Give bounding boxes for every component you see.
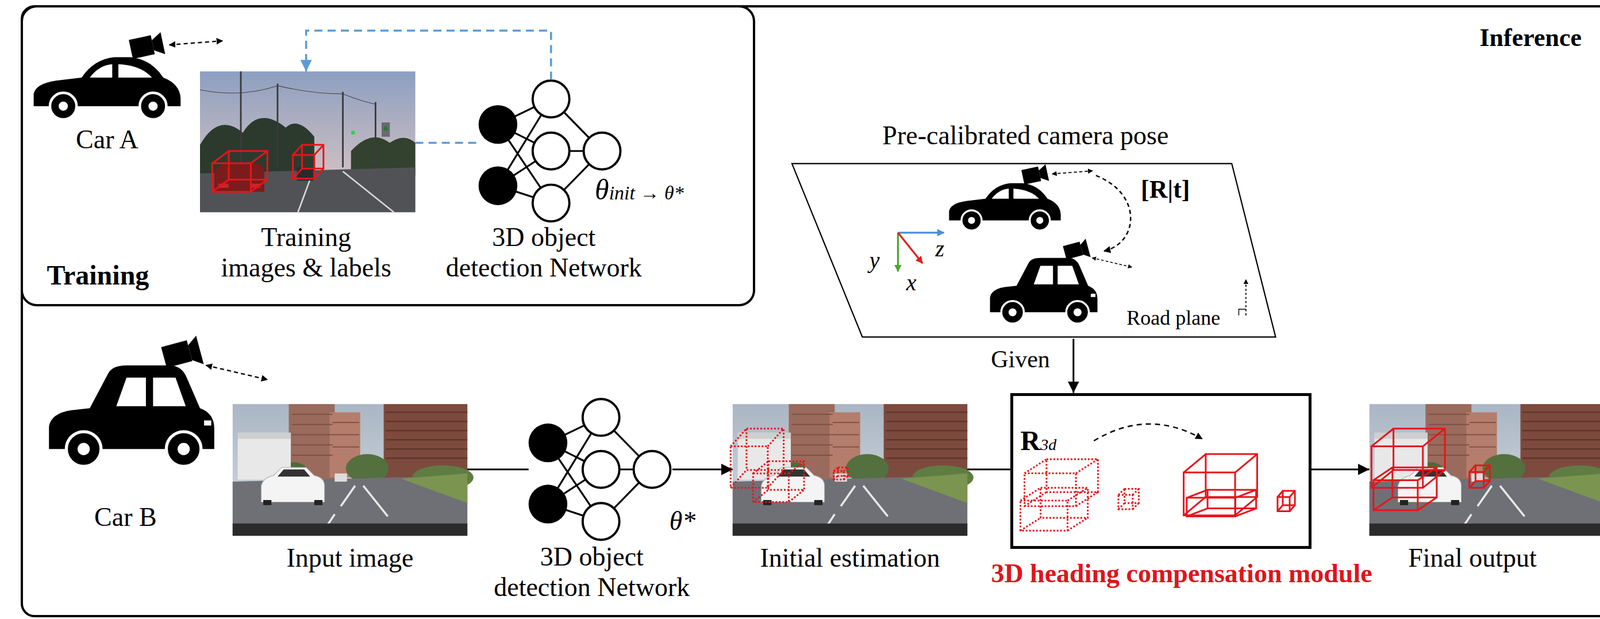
- road-plane-scene: [897, 164, 1246, 324]
- solid-3d-box: [1469, 465, 1491, 488]
- training-panel: TrainingCar ATraining images & labels3D …: [20, 5, 756, 307]
- image-box: Final output: [1369, 404, 1600, 536]
- flow-connector: [467, 468, 529, 471]
- compensation-drawing: [1020, 487, 1088, 532]
- plane-outline: [791, 163, 1276, 337]
- axis-label: y: [869, 247, 880, 273]
- dotted-3d-box: [752, 461, 805, 503]
- image-box: Initial estimation: [732, 404, 968, 536]
- plane-label: Road plane: [1126, 306, 1221, 330]
- node-label: Car B: [94, 502, 157, 533]
- road-plane-scene: [1095, 175, 1131, 251]
- compensation-drawing: [1183, 454, 1296, 517]
- road-plane-scene: [897, 231, 944, 234]
- compensation-drawing: [1118, 488, 1140, 510]
- node-label: Final output: [1408, 543, 1537, 574]
- edge-label: Given: [987, 345, 1054, 373]
- compensation-drawing: [1024, 459, 1099, 507]
- axis-label: z: [935, 236, 945, 262]
- rotation-label: R3d: [1020, 425, 1057, 457]
- axis-label: x: [906, 270, 917, 296]
- compensation-drawing: [1020, 424, 1296, 532]
- flow-connector: [1311, 468, 1370, 471]
- input-image: [232, 404, 474, 536]
- solid-3d-box: [1371, 428, 1490, 511]
- network-icon: 3D object detection Network: [528, 397, 673, 542]
- node-label: Training: [47, 259, 150, 292]
- car-a-icon: [33, 32, 223, 120]
- flow-connector: [672, 468, 733, 471]
- dotted-3d-box: [730, 428, 784, 488]
- parameter-label: θinit → θ*: [594, 174, 684, 206]
- pose-label: [R|t]: [1140, 175, 1190, 204]
- inference-frame: InferenceTrainingCar ATraining images & …: [20, 5, 1600, 618]
- node-label: Initial estimation: [759, 543, 940, 574]
- solid-3d-box: [1373, 467, 1437, 511]
- road-plane-scene: [948, 164, 1093, 231]
- car-icon: Car A: [33, 33, 225, 122]
- node-label: Training images & labels: [214, 222, 399, 284]
- illustration-layer: [33, 32, 1600, 540]
- compensation-drawing: [1277, 490, 1295, 512]
- road-plane-scene: [897, 232, 923, 264]
- car-icon: Car B: [48, 336, 270, 468]
- node-label: 3D heading compensation module: [990, 558, 1372, 589]
- parameter-label: θ*: [669, 506, 696, 537]
- node-label: 3D object detection Network: [477, 541, 707, 603]
- flow-connector: [1072, 338, 1075, 393]
- compensation-drawing: [1186, 489, 1257, 517]
- node-label: Input image: [286, 543, 414, 574]
- compensation-module: 3D heading compensation module: [1010, 393, 1312, 550]
- road-plane-scene: [990, 238, 1133, 324]
- connectors: [306, 30, 1370, 469]
- compensation-drawing: [1093, 424, 1202, 441]
- compensation-drawing: [1183, 454, 1258, 516]
- flow-connector: [967, 468, 1011, 471]
- dotted-3d-box: [730, 428, 848, 503]
- road-plane-scene: [897, 232, 899, 272]
- node-label: 3D object detection Network: [428, 222, 659, 284]
- feedback-connector: [415, 141, 479, 145]
- road-plane-scene: [1245, 279, 1247, 315]
- image-box: Input image: [232, 404, 468, 536]
- compensation-drawing: [1020, 459, 1140, 531]
- road-plane-scene: [1238, 309, 1246, 316]
- solid-3d-box: [1371, 428, 1445, 488]
- training-image: [200, 71, 416, 213]
- feedback-connector: [306, 30, 552, 80]
- final-output-image: [1369, 404, 1600, 536]
- node-label: Pre-calibrated camera pose: [882, 120, 1169, 152]
- inference-network-icon: [528, 398, 671, 540]
- training-image: Training images & labels: [200, 71, 416, 213]
- node-label: Car A: [75, 124, 139, 156]
- node-label: Inference: [1479, 22, 1582, 53]
- dotted-3d-box: [833, 467, 849, 480]
